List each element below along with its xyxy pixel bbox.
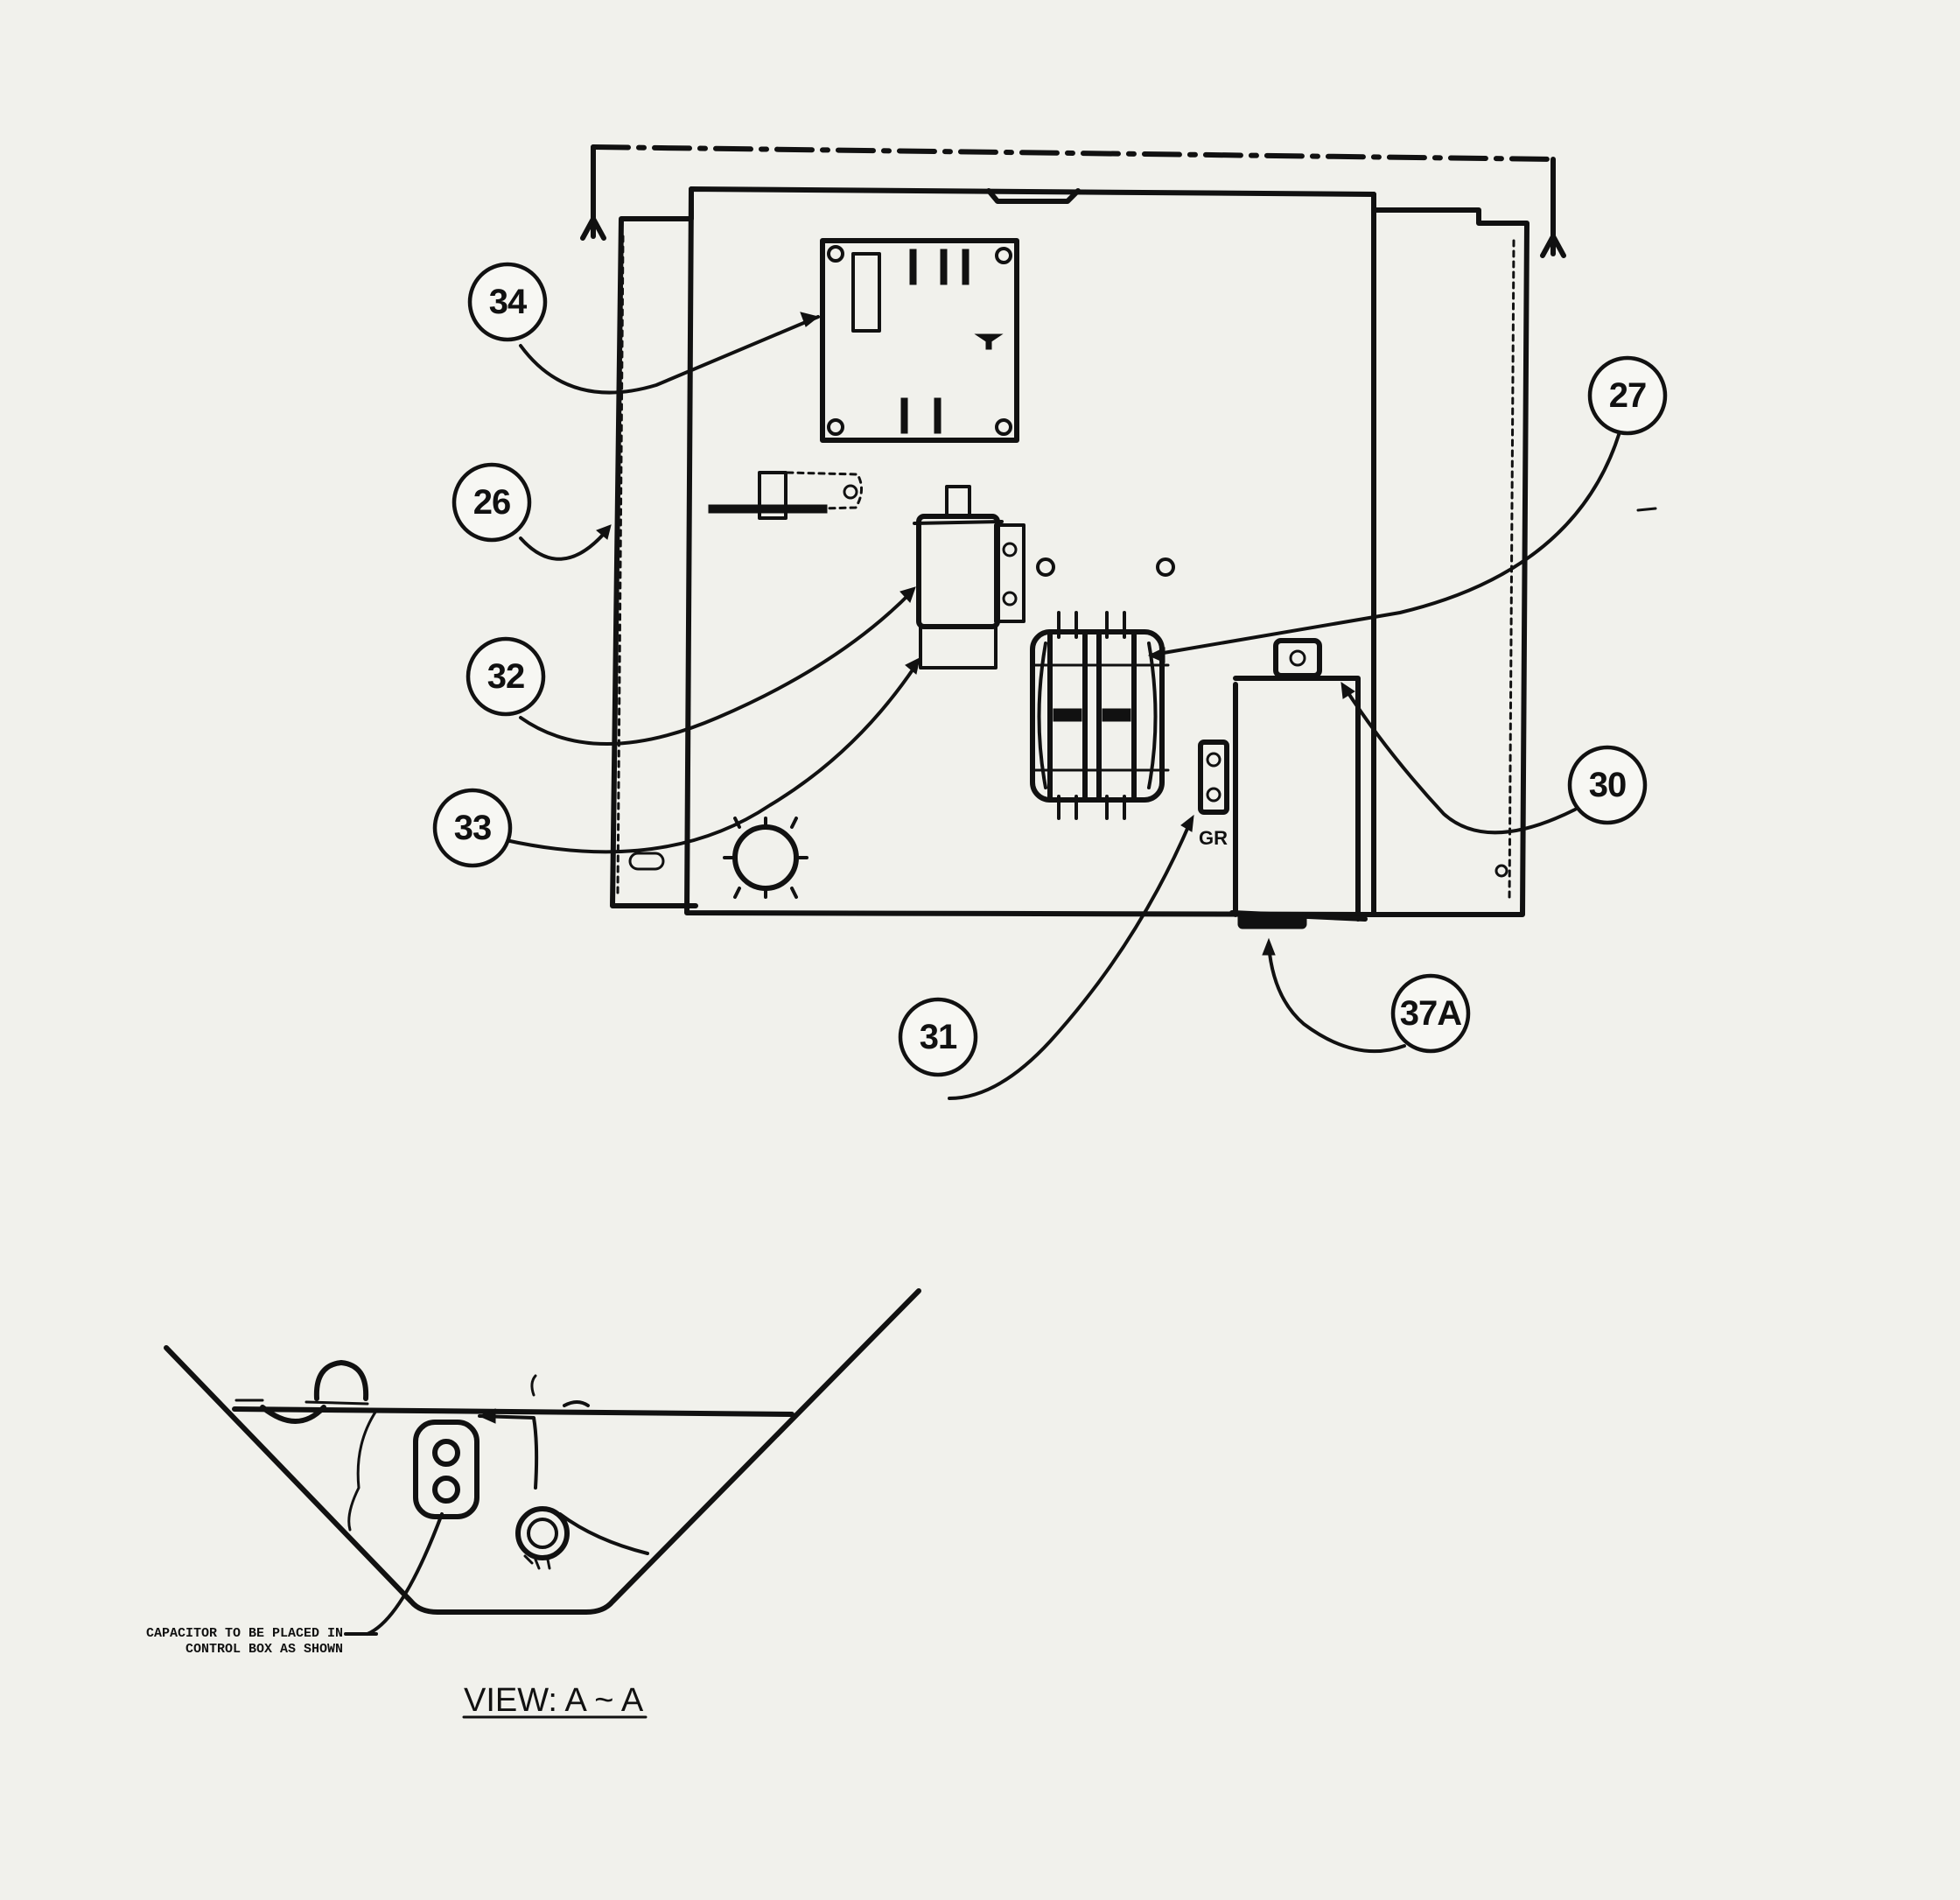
mounting-plate xyxy=(684,186,1376,917)
switch-bracket xyxy=(708,471,863,520)
control-box-outer-panel xyxy=(610,186,1530,917)
callout-30: 30 xyxy=(1567,745,1648,825)
callout-label: 34 xyxy=(489,283,528,321)
callout-33: 33 xyxy=(432,788,513,868)
section-view-title: VIEW: A ~ A xyxy=(464,1682,644,1719)
section-view-a-a xyxy=(164,1288,921,1636)
leader-lines xyxy=(504,312,1625,1100)
callout-label: 27 xyxy=(1609,376,1647,415)
callout-26: 26 xyxy=(452,462,532,543)
stray-mark xyxy=(1636,507,1657,512)
callout-37a: 37A xyxy=(1390,973,1471,1054)
callout-31: 31 xyxy=(898,997,978,1077)
callout-label: 32 xyxy=(487,657,525,696)
callout-label: 26 xyxy=(473,483,511,522)
callout-32: 32 xyxy=(466,636,546,717)
callout-label: 31 xyxy=(920,1018,957,1056)
capacitor-note-line1: CAPACITOR TO BE PLACED IN xyxy=(146,1626,343,1641)
callout-27: 27 xyxy=(1587,355,1668,436)
callout-label: 37A xyxy=(1400,994,1461,1033)
mounting-hole xyxy=(1156,557,1175,577)
ground-lug: GR xyxy=(1198,740,1229,849)
callout-label: 30 xyxy=(1589,766,1627,804)
ground-mark: GR xyxy=(1199,827,1228,849)
relay xyxy=(913,485,1026,670)
section-cut-line xyxy=(580,144,1566,258)
defrost-control-board xyxy=(820,238,1019,443)
callout-label: 33 xyxy=(454,809,492,847)
knockout-plug xyxy=(723,817,808,899)
capacitor-note-line2: CONTROL BOX AS SHOWN xyxy=(186,1642,343,1657)
contactor xyxy=(1030,611,1170,820)
callout-34: 34 xyxy=(467,262,548,342)
mounting-hole xyxy=(1036,557,1055,577)
capacitor xyxy=(1229,638,1368,929)
